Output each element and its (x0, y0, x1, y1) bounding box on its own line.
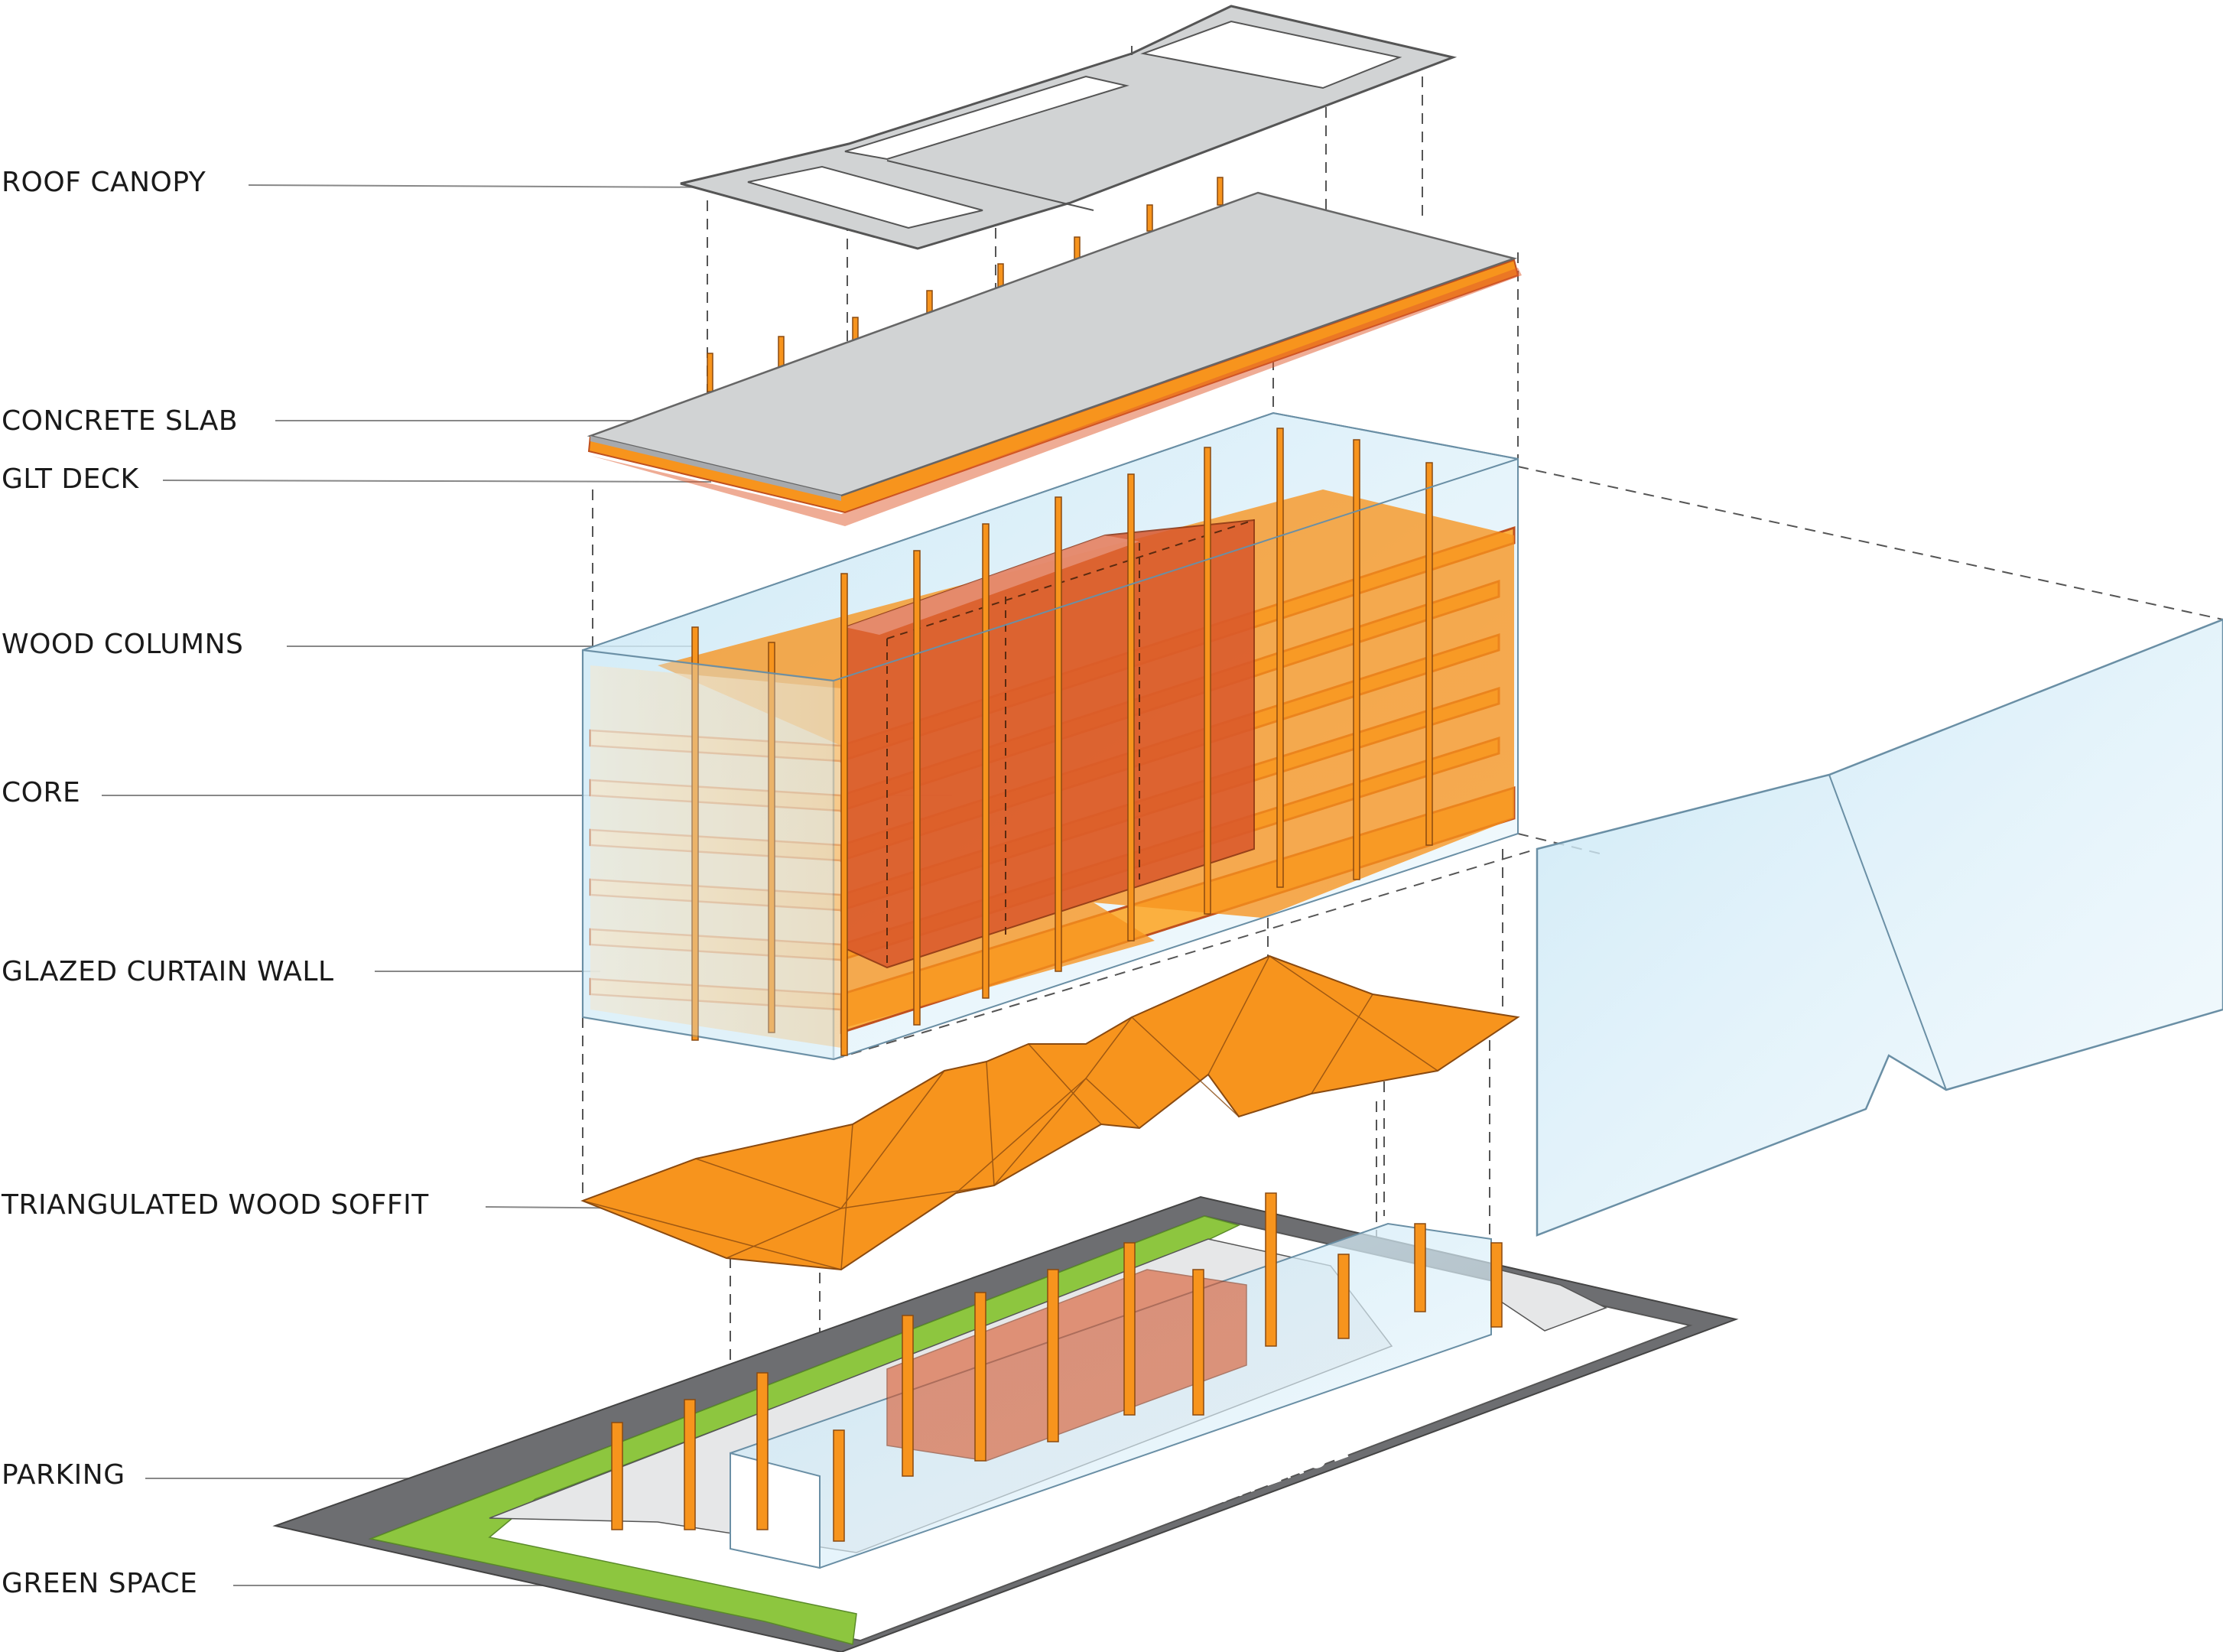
site-ground-plane: WADE AVENUE (272, 1192, 1739, 1652)
glazed-curtain-wall-panel (1536, 618, 2223, 1237)
label-triangulated-wood-soffit: TRIANGULATED WOOD SOFFIT (2, 1189, 429, 1221)
label-glt-deck: GLT DECK (2, 463, 139, 495)
concrete-slab-and-glt-deck (587, 191, 1522, 526)
label-concrete-slab: CONCRETE SLAB (2, 405, 239, 437)
building-volume (581, 411, 1519, 1061)
label-roof-canopy: ROOF CANOPY (2, 167, 206, 198)
label-parking: PARKING (2, 1459, 125, 1491)
leader-lines (102, 184, 952, 1586)
label-glazed-curtain-wall: GLAZED CURTAIN WALL (2, 956, 334, 987)
label-green-space: GREEN SPACE (2, 1568, 198, 1599)
label-core: CORE (2, 777, 81, 808)
label-wood-columns: WOOD COLUMNS (2, 629, 244, 660)
roof-support-columns (707, 177, 1224, 392)
triangulated-wood-soffit (580, 954, 1520, 1271)
roof-canopy (680, 5, 1458, 250)
